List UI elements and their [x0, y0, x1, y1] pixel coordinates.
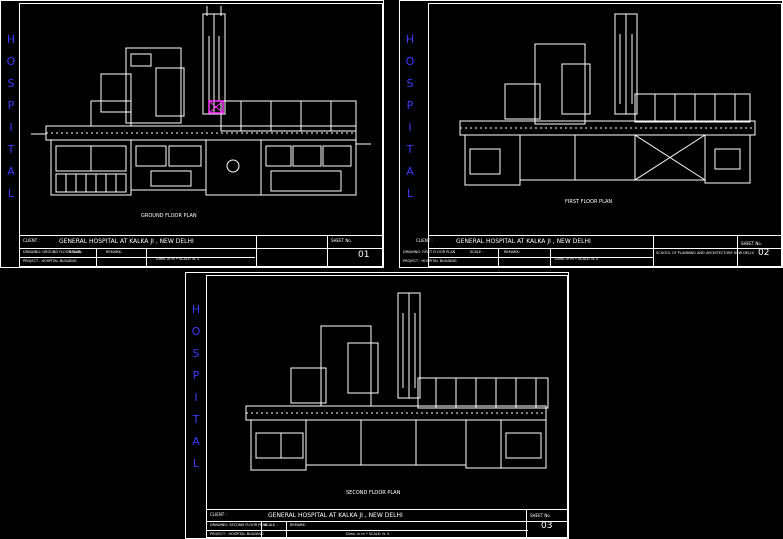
scale-label: SCALE :: [470, 250, 484, 254]
side-letter: P: [7, 99, 15, 112]
title-block-divider: [737, 235, 738, 268]
sheet-label: SHEET No.: [331, 238, 352, 243]
title-block-line: [428, 248, 782, 249]
client-label: CLIENT :: [23, 238, 40, 243]
side-letter: I: [194, 391, 198, 404]
institute-note: SCHOOL OF PLANNING AND ARCHITECTURE NEW …: [656, 251, 754, 255]
plan-title: SECOND FLOOR PLAN: [346, 490, 401, 496]
side-letter: L: [406, 187, 414, 200]
dim-note: Dims. in m * SCALE: N. S: [346, 532, 390, 536]
title-block-divider: [653, 235, 654, 268]
side-letter: T: [406, 143, 414, 156]
client-label: CLIENT :: [210, 512, 227, 517]
side-letter: O: [191, 325, 201, 338]
side-letter: O: [6, 55, 16, 68]
sheet-label: SHEET No.: [741, 241, 762, 246]
sheet-number: 01: [358, 250, 370, 260]
plan-title: FIRST FLOOR PLAN: [565, 199, 613, 205]
title-block-divider: [286, 521, 287, 539]
first-floor-plan-drawing: [459, 13, 756, 186]
remark-label: REMARK:: [106, 250, 122, 254]
drawing-sheet-01: H O S P I T A L: [0, 0, 384, 268]
remark-label: REMARK:: [504, 250, 520, 254]
side-letter: T: [7, 143, 15, 156]
side-letter: H: [6, 33, 16, 46]
title-block-divider: [261, 521, 262, 539]
title-block-divider: [550, 248, 551, 268]
project-line: PROJECT : HOSPITAL BUILDING: [210, 532, 264, 536]
title-block-divider: [256, 235, 257, 268]
title-block-line: [428, 235, 782, 236]
side-letter: A: [7, 165, 15, 178]
drawing-sheet-02: H O S P I T A L: [399, 0, 783, 268]
title-block-divider: [498, 248, 499, 268]
side-letter: A: [406, 165, 414, 178]
side-letter: I: [9, 121, 13, 134]
project-title: GENERAL HOSPITAL AT KALKA JI , NEW DELHI: [268, 512, 403, 519]
side-letter: I: [408, 121, 412, 134]
title-block-line: [206, 509, 568, 510]
project-line: PROJECT : HOSPITAL BUILDING: [23, 259, 77, 263]
remark-label: REMARK:: [290, 523, 306, 527]
title-block-line: [19, 235, 383, 236]
title-block-line: [206, 530, 528, 531]
side-letter: P: [406, 99, 414, 112]
side-label-hospital: H O S P I T A L: [405, 29, 415, 205]
sheet-number: 02: [758, 248, 770, 258]
second-floor-plan-drawing: [245, 292, 549, 471]
side-letter: H: [191, 303, 201, 316]
inner-border: [206, 275, 568, 538]
title-block-line: [428, 257, 654, 258]
side-letter: T: [192, 413, 200, 426]
title-block-divider: [526, 509, 527, 539]
side-letter: S: [7, 77, 15, 90]
project-line: PROJECT : HOSPITAL BUILDING: [403, 259, 457, 263]
project-title: GENERAL HOSPITAL AT KALKA JI , NEW DELHI: [456, 238, 591, 245]
drawing-line: DRAWING: SECOND FLOOR PLAN: [210, 523, 268, 527]
title-block-divider: [327, 235, 328, 268]
sheet-number: 03: [541, 521, 553, 531]
side-letter: L: [192, 457, 200, 470]
dim-note: Dims. in m * SCALE: N. S: [156, 257, 200, 261]
scale-label: SCALE :: [69, 250, 83, 254]
drawing-sheet-03: H O S P I T A L: [185, 272, 569, 539]
side-letter: O: [405, 55, 415, 68]
side-letter: H: [405, 33, 415, 46]
project-title: GENERAL HOSPITAL AT KALKA JI , NEW DELHI: [59, 238, 194, 245]
drawing-line: DRAWING: GROUND FLOOR PLAN: [23, 250, 82, 254]
side-letter: S: [406, 77, 414, 90]
sheet-label: SHEET No.: [530, 513, 551, 518]
ground-floor-plan-drawing: [31, 6, 371, 196]
side-label-hospital: H O S P I T A L: [6, 29, 16, 205]
plan-title: GROUND FLOOR PLAN: [141, 213, 197, 219]
side-letter: P: [192, 369, 200, 382]
dim-note: Dims. in m * SCALE: N. S: [555, 257, 599, 261]
side-letter: A: [192, 435, 200, 448]
side-letter: L: [7, 187, 15, 200]
scale-label: SCALE :: [264, 523, 278, 527]
side-letter: S: [192, 347, 200, 360]
title-block-divider: [96, 248, 97, 268]
title-block-line: [19, 248, 383, 249]
inner-border: [428, 3, 782, 267]
client-label: CLIENT :: [416, 238, 433, 243]
title-block-line: [206, 521, 568, 522]
title-block-line: [19, 257, 255, 258]
inner-border: [19, 3, 383, 267]
title-block-divider: [146, 248, 147, 268]
side-label-hospital: H O S P I T A L: [191, 299, 201, 475]
drawing-line: DRAWING: FIRST FLOOR PLAN: [403, 250, 456, 254]
